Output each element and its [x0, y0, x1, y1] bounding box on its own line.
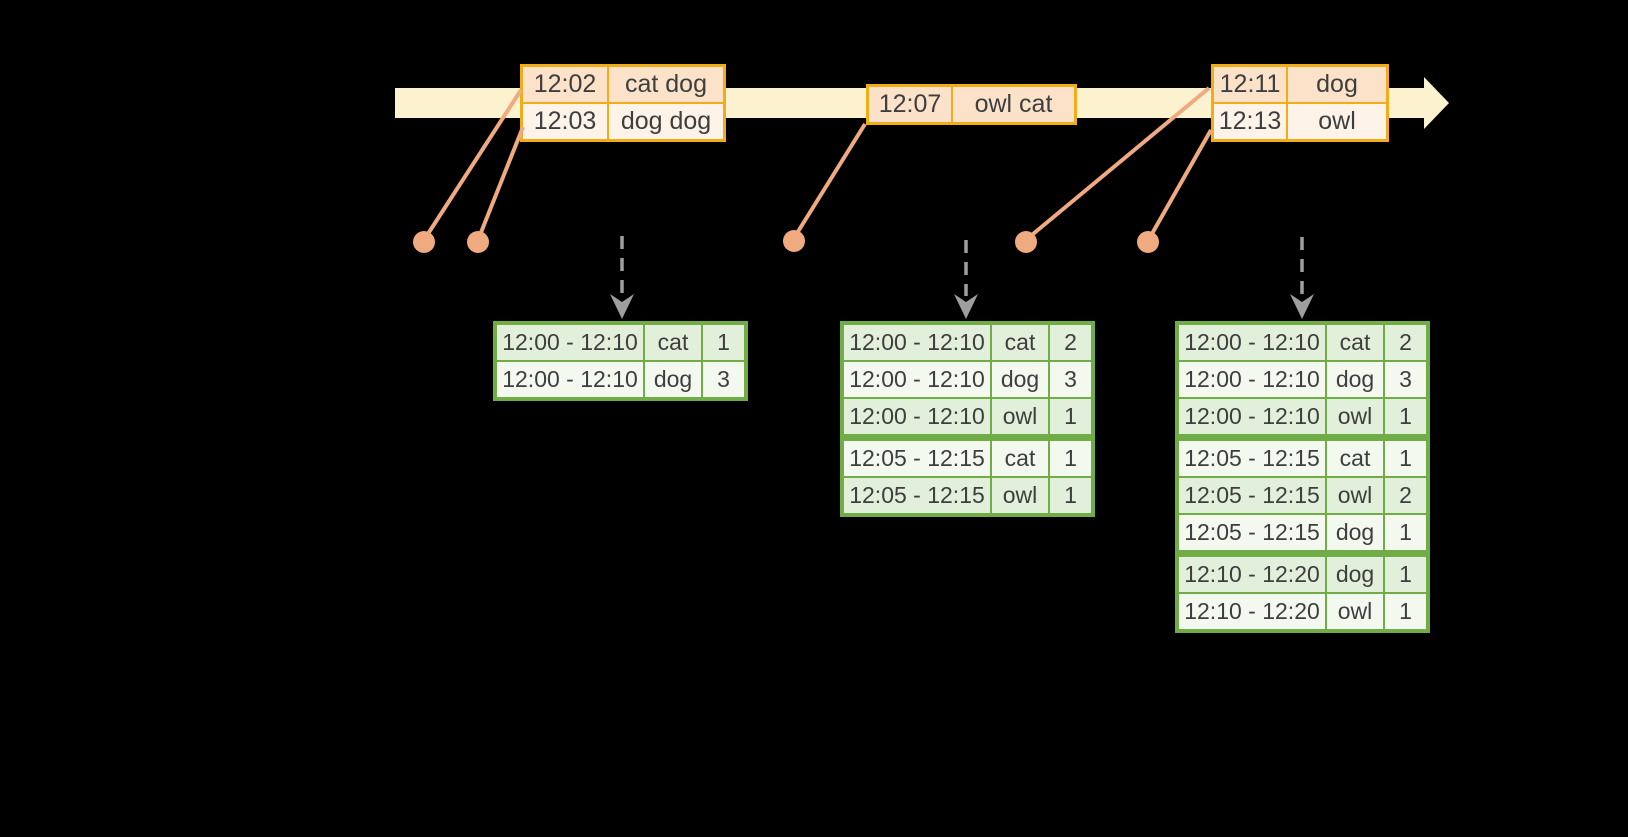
table-row: 12:00 - 12:10 cat 1 — [497, 325, 744, 360]
event-time-cell: 12:13 — [1214, 104, 1286, 139]
word-cell: cat — [1327, 325, 1383, 360]
window-cell: 12:00 - 12:10 — [1179, 399, 1325, 434]
count-cell: 2 — [1385, 325, 1426, 360]
count-cell: 3 — [1385, 362, 1426, 397]
word-cell: dog — [1327, 557, 1383, 592]
window-cell: 12:00 - 12:10 — [497, 362, 643, 397]
table-row: 12:00 - 12:10 dog 3 — [844, 362, 1091, 397]
word-cell: cat — [992, 441, 1048, 476]
table-row: 12:00 - 12:10 dog 3 — [497, 362, 744, 397]
timeline-arrowhead-icon — [1424, 77, 1449, 129]
word-cell: dog — [645, 362, 701, 397]
window-cell: 12:05 - 12:15 — [844, 441, 990, 476]
window-cell: 12:00 - 12:10 — [844, 362, 990, 397]
table-row: 12:05 - 12:15 dog 1 — [1179, 515, 1426, 550]
trigger-arrow-heads — [610, 294, 1314, 319]
count-cell: 1 — [1050, 441, 1091, 476]
event-dot-icon — [783, 230, 805, 252]
result-table-2: 12:00 - 12:10 cat 2 12:00 - 12:10 dog 3 … — [840, 321, 1095, 517]
event-dots — [413, 230, 1159, 253]
event-dot-icon — [467, 231, 489, 253]
event-words-cell: dog dog — [609, 104, 723, 139]
connector-line — [792, 122, 867, 240]
word-cell: owl — [992, 399, 1048, 434]
word-cell: dog — [1327, 515, 1383, 550]
window-cell: 12:00 - 12:10 — [1179, 325, 1325, 360]
table-row: 12:10 - 12:20 owl 1 — [1179, 594, 1426, 629]
table-row: 12:05 - 12:15 owl 1 — [844, 478, 1091, 513]
window-cell: 12:10 - 12:20 — [1179, 594, 1325, 629]
event-words-cell: owl cat — [953, 87, 1074, 122]
event-time-cell: 12:02 — [523, 67, 607, 102]
event-dot-icon — [1015, 231, 1037, 253]
count-cell: 1 — [1385, 594, 1426, 629]
table-row: 12:05 - 12:15 cat 1 — [1179, 441, 1426, 476]
table-row: 12:00 - 12:10 owl 1 — [844, 399, 1091, 434]
table-row: 12:00 - 12:10 dog 3 — [1179, 362, 1426, 397]
word-cell: owl — [992, 478, 1048, 513]
connector-line — [1147, 129, 1213, 240]
count-cell: 1 — [1050, 478, 1091, 513]
word-cell: dog — [1327, 362, 1383, 397]
table-row: 12:00 - 12:10 cat 2 — [1179, 325, 1426, 360]
word-cell: owl — [1327, 594, 1383, 629]
event-time-cell: 12:11 — [1214, 67, 1286, 102]
window-cell: 12:05 - 12:15 — [844, 478, 990, 513]
window-cell: 12:05 - 12:15 — [1179, 515, 1325, 550]
event-row: 12:02 cat dog — [523, 67, 723, 102]
result-table-1: 12:00 - 12:10 cat 1 12:00 - 12:10 dog 3 — [493, 321, 748, 401]
count-cell: 1 — [1385, 441, 1426, 476]
event-time-cell: 12:03 — [523, 104, 607, 139]
event-row: 12:03 dog dog — [523, 104, 723, 139]
count-cell: 1 — [1385, 515, 1426, 550]
count-cell: 2 — [1385, 478, 1426, 513]
word-cell: dog — [992, 362, 1048, 397]
word-cell: owl — [1327, 399, 1383, 434]
window-cell: 12:00 - 12:10 — [844, 325, 990, 360]
trigger-arrowhead-icon — [1290, 294, 1314, 319]
event-row: 12:13 owl — [1214, 104, 1386, 139]
event-dot-icon — [1137, 231, 1159, 253]
word-cell: cat — [992, 325, 1048, 360]
window-cell: 12:00 - 12:10 — [844, 399, 990, 434]
count-cell: 1 — [703, 325, 744, 360]
count-cell: 3 — [1050, 362, 1091, 397]
event-words-cell: owl — [1288, 104, 1386, 139]
window-cell: 12:05 - 12:15 — [1179, 478, 1325, 513]
trigger-arrowhead-icon — [954, 294, 978, 319]
count-cell: 2 — [1050, 325, 1091, 360]
window-cell: 12:05 - 12:15 — [1179, 441, 1325, 476]
table-row: 12:05 - 12:15 cat 1 — [844, 441, 1091, 476]
table-row: 12:00 - 12:10 owl 1 — [1179, 399, 1426, 434]
count-cell: 1 — [1050, 399, 1091, 434]
event-table-3: 12:11 dog 12:13 owl — [1211, 64, 1389, 142]
count-cell: 1 — [1385, 399, 1426, 434]
event-row: 12:07 owl cat — [869, 87, 1074, 122]
event-dot-icon — [413, 231, 435, 253]
table-row: 12:00 - 12:10 cat 2 — [844, 325, 1091, 360]
event-words-cell: dog — [1288, 67, 1386, 102]
connector-line — [476, 126, 525, 241]
window-cell: 12:00 - 12:10 — [1179, 362, 1325, 397]
table-row: 12:05 - 12:15 owl 2 — [1179, 478, 1426, 513]
event-table-2: 12:07 owl cat — [866, 84, 1077, 125]
word-cell: cat — [1327, 441, 1383, 476]
count-cell: 3 — [703, 362, 744, 397]
event-time-cell: 12:07 — [869, 87, 951, 122]
event-words-cell: cat dog — [609, 67, 723, 102]
trigger-arrowhead-icon — [610, 294, 634, 319]
window-cell: 12:00 - 12:10 — [497, 325, 643, 360]
count-cell: 1 — [1385, 557, 1426, 592]
word-cell: cat — [645, 325, 701, 360]
event-table-1: 12:02 cat dog 12:03 dog dog — [520, 64, 726, 142]
trigger-arrow-shafts — [620, 236, 1304, 296]
window-cell: 12:10 - 12:20 — [1179, 557, 1325, 592]
event-row: 12:11 dog — [1214, 67, 1386, 102]
word-cell: owl — [1327, 478, 1383, 513]
table-row: 12:10 - 12:20 dog 1 — [1179, 557, 1426, 592]
result-table-3: 12:00 - 12:10 cat 2 12:00 - 12:10 dog 3 … — [1175, 321, 1430, 633]
